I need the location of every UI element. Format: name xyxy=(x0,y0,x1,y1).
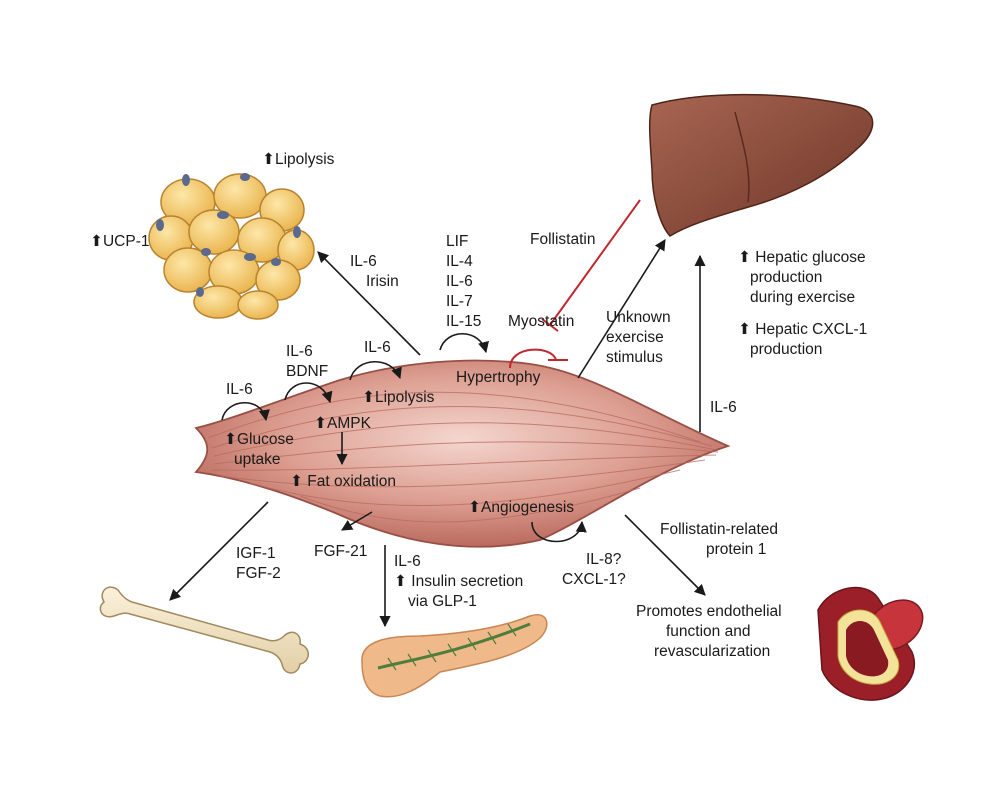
label-igf1: IGF-1 xyxy=(236,545,276,562)
label-endothelial-3: revascularization xyxy=(654,643,770,660)
arrow-to-adipose xyxy=(317,251,421,356)
bone-icon xyxy=(99,586,309,674)
label-il6-irisin-2: Irisin xyxy=(366,273,399,290)
label-il6-liver: IL-6 xyxy=(710,399,737,416)
label-il4: IL-4 xyxy=(446,253,473,270)
label-lipolysis-muscle: ⬆Lipolysis xyxy=(362,389,435,406)
label-fstl1-2: protein 1 xyxy=(706,541,766,558)
label-fstl1-1: Follistatin-related xyxy=(660,521,778,538)
muscle-icon xyxy=(194,359,731,548)
label-il15: IL-15 xyxy=(446,313,481,330)
label-hepatic-glucose-2: production xyxy=(750,269,822,286)
label-hepatic-glucose-3: during exercise xyxy=(750,289,855,306)
adipose-tissue-icon xyxy=(148,173,315,320)
blood-vessel-icon xyxy=(817,586,924,701)
label-lipolysis-fat: ⬆Lipolysis xyxy=(262,151,335,168)
label-il6-pancreas: IL-6 xyxy=(394,553,421,570)
label-il6-irisin-1: IL-6 xyxy=(350,253,377,270)
signal-arrows xyxy=(169,239,706,628)
autocrine-arrows xyxy=(221,332,587,543)
label-il6-bdnf-2: BDNF xyxy=(286,363,328,380)
follistatin-inhibit xyxy=(549,199,641,326)
label-ucp1: ⬆UCP-1 xyxy=(90,233,150,250)
label-glucose-uptake-1: ⬆Glucose xyxy=(224,431,294,448)
labels: ⬆Lipolysis ⬆UCP-1 IL-6 Irisin LIF IL-4 I… xyxy=(90,151,867,660)
label-lif: LIF xyxy=(446,233,468,250)
arrow-to-vessel xyxy=(624,514,706,596)
arrow-fgf21 xyxy=(341,511,373,531)
label-fgf21: FGF-21 xyxy=(314,543,367,560)
liver-icon xyxy=(648,93,874,237)
label-angiogenesis: ⬆Angiogenesis xyxy=(468,499,574,516)
label-il6-glucose: IL-6 xyxy=(226,381,253,398)
label-unknown-2: exercise xyxy=(606,329,664,346)
pancreas-icon xyxy=(361,613,548,698)
label-glucose-uptake-2: uptake xyxy=(234,451,281,468)
label-il6-bdnf-1: IL-6 xyxy=(286,343,313,360)
label-cxcl1: CXCL-1? xyxy=(562,571,626,588)
label-insulin-2: via GLP-1 xyxy=(408,593,477,610)
label-endothelial-2: function and xyxy=(666,623,750,640)
curve-angiogenesis xyxy=(531,520,587,543)
label-ampk: ⬆AMPK xyxy=(314,415,372,432)
label-fgf2: FGF-2 xyxy=(236,565,281,582)
arrow-to-liver-unknown xyxy=(577,239,666,379)
label-endothelial-1: Promotes endothelial xyxy=(636,603,782,620)
label-hypertrophy: Hypertrophy xyxy=(456,369,541,386)
label-hepatic-cxcl1-1: ⬆ Hepatic CXCL-1 xyxy=(738,321,867,338)
label-myostatin: Myostatin xyxy=(508,313,574,330)
arrow-to-bone xyxy=(169,501,269,601)
myostatin-inhibit xyxy=(509,348,557,369)
curve-lipolysis xyxy=(349,360,402,381)
label-il6-h: IL-6 xyxy=(446,273,473,290)
label-follistatin: Follistatin xyxy=(530,231,595,248)
label-fat-oxidation: ⬆ Fat oxidation xyxy=(290,473,396,490)
inhibition-lines xyxy=(509,199,641,369)
label-unknown-3: stimulus xyxy=(606,349,663,366)
curve-hypertrophy xyxy=(439,332,489,354)
curve-glucose xyxy=(221,401,270,422)
label-il6-lipolysis: IL-6 xyxy=(364,339,391,356)
curve-ampk xyxy=(284,382,333,404)
label-insulin-1: ⬆ Insulin secretion xyxy=(394,573,523,590)
label-unknown-1: Unknown xyxy=(606,309,671,326)
label-il8: IL-8? xyxy=(586,551,622,568)
label-hepatic-glucose-1: ⬆ Hepatic glucose xyxy=(738,249,866,266)
label-il7: IL-7 xyxy=(446,293,473,310)
label-hepatic-cxcl1-2: production xyxy=(750,341,822,358)
